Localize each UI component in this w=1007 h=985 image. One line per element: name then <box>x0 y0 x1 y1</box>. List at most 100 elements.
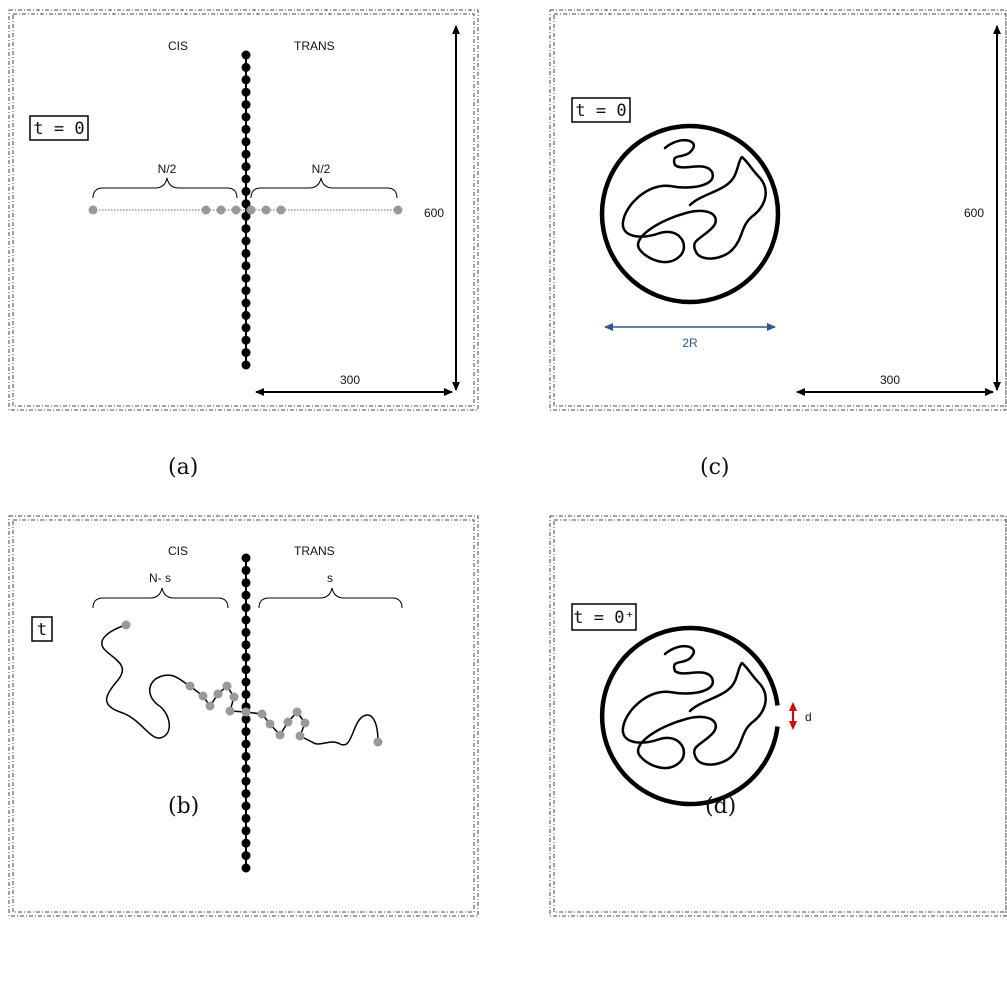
wall-bead <box>241 665 251 675</box>
wall-bead <box>241 677 251 687</box>
wall-bead <box>241 124 251 134</box>
wall-bead <box>241 162 251 172</box>
wall-bead <box>241 714 251 724</box>
panel-c-frame-inner <box>553 13 1007 407</box>
polymer-bead <box>185 681 195 691</box>
wall-bead <box>241 603 251 613</box>
wall-bead <box>241 137 251 147</box>
wall-bead <box>241 323 251 333</box>
wall-bead <box>241 360 251 370</box>
polymer-bead <box>241 707 251 717</box>
panel-d: t = 0⁺ d (d) <box>549 515 1007 917</box>
wall-bead <box>241 211 251 221</box>
wall-bead <box>241 236 251 246</box>
panel-c-caption: (c) <box>700 455 730 480</box>
polymer-bead <box>257 709 267 719</box>
panel-d-confinement-circle <box>599 625 780 807</box>
polymer-bead <box>295 731 305 741</box>
panel-a-frame-inner <box>12 13 475 407</box>
wall-bead <box>241 826 251 836</box>
wall-bead <box>241 813 251 823</box>
wall-bead <box>241 100 251 110</box>
panel-c-polymer-globule <box>621 139 767 264</box>
polymer-bead <box>229 692 239 702</box>
panel-b-polymer-curve <box>101 624 379 746</box>
panel-a-left-brace-label: N/2 <box>158 162 177 176</box>
wall-bead <box>241 801 251 811</box>
panel-c-confinement-circle <box>599 123 781 305</box>
wall-bead <box>241 87 251 97</box>
panel-c-time-box <box>571 97 631 123</box>
panel-c-height-label: 600 <box>964 206 984 220</box>
polymer-bead <box>276 205 286 215</box>
panel-a-right-brace-label: N/2 <box>312 162 331 176</box>
wall-bead <box>241 273 251 283</box>
wall-bead <box>241 652 251 662</box>
polymer-bead <box>201 205 211 215</box>
wall-bead <box>241 764 251 774</box>
polymer-bead <box>265 719 275 729</box>
polymer-bead <box>225 706 235 716</box>
polymer-bead <box>216 205 226 215</box>
polymer-bead <box>275 730 285 740</box>
polymer-bead <box>246 205 256 215</box>
polymer-bead <box>283 717 293 727</box>
panel-b-right-brace-label: s <box>327 571 333 585</box>
wall-bead <box>241 261 251 271</box>
wall-bead <box>241 640 251 650</box>
wall-bead <box>241 248 251 258</box>
panel-a: CIS TRANS t = 0 N/2 N/2 600 300 (a) <box>8 9 479 480</box>
polymer-bead <box>222 681 232 691</box>
panel-b-frame-inner <box>12 519 475 913</box>
panel-b-left-brace <box>92 587 229 609</box>
wall-bead <box>241 615 251 625</box>
panel-c-frame-outer <box>549 9 1007 411</box>
panel-b-left-brace-label: N- s <box>149 571 171 585</box>
polymer-bead <box>292 707 302 717</box>
polymer-bead <box>88 205 98 215</box>
panel-b-polymer-beads <box>121 620 383 747</box>
panel-c-width-label: 300 <box>880 373 900 387</box>
panel-a-width-label: 300 <box>340 373 360 387</box>
wall-bead <box>241 174 251 184</box>
polymer-bead <box>393 205 403 215</box>
panel-d-frame-outer <box>549 515 1007 917</box>
polymer-bead <box>373 737 383 747</box>
wall-bead <box>241 565 251 575</box>
wall-bead <box>241 186 251 196</box>
wall-bead <box>241 727 251 737</box>
wall-bead <box>241 75 251 85</box>
wall-bead <box>241 789 251 799</box>
panel-a-cis-label: CIS <box>168 39 188 53</box>
panel-a-left-brace <box>92 177 238 199</box>
panel-b-caption: (b) <box>168 794 199 819</box>
wall-bead <box>241 348 251 358</box>
panel-c: t = 0 2R 600 300 (c) <box>549 9 1007 480</box>
panel-b-trans-label: TRANS <box>294 544 335 558</box>
wall-bead <box>241 310 251 320</box>
polymer-bead <box>121 620 131 630</box>
panel-c-time-label: t = 0 <box>575 101 626 121</box>
polymer-bead <box>198 691 208 701</box>
polymer-bead <box>261 205 271 215</box>
wall-bead <box>241 578 251 588</box>
wall-bead <box>241 838 251 848</box>
polymer-bead <box>205 701 215 711</box>
panel-a-time-label: t = 0 <box>33 119 84 139</box>
panel-b-cis-label: CIS <box>168 544 188 558</box>
wall-bead <box>241 776 251 786</box>
polymer-bead <box>300 718 310 728</box>
panel-b-right-brace <box>258 587 403 609</box>
panel-a-time-box <box>29 115 89 141</box>
wall-bead <box>241 50 251 60</box>
panel-b-wall-beads <box>241 553 251 873</box>
panel-d-time-box <box>571 603 637 631</box>
panel-a-height-label: 600 <box>424 206 444 220</box>
polymer-bead <box>213 689 223 699</box>
polymer-bead <box>231 205 241 215</box>
wall-bead <box>241 224 251 234</box>
panel-b-time-box <box>31 616 53 642</box>
wall-bead <box>241 739 251 749</box>
wall-bead <box>241 689 251 699</box>
